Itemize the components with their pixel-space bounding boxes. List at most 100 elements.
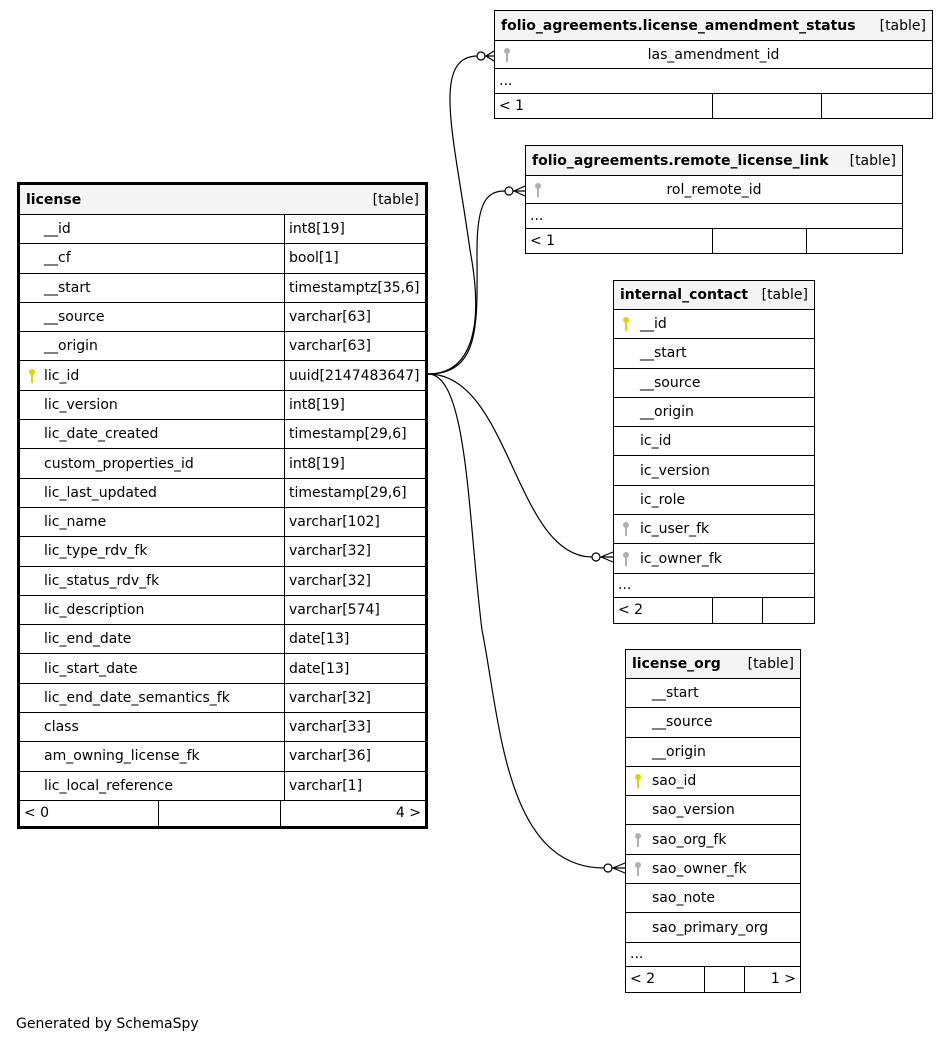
column-row[interactable]: sao_owner_fk [626,855,800,885]
column-type: varchar[33] [289,719,371,736]
column-row[interactable]: __start [614,339,814,369]
table-name: internal_contact [620,287,749,303]
column-row[interactable]: sao_note [626,884,800,914]
table-type: [table] [849,152,896,169]
column-row[interactable]: sao_primary_org [626,913,800,943]
ellipsis: ... [630,946,644,963]
parents-count[interactable]: < 2 [618,602,644,619]
table-header[interactable]: folio_agreements.remote_license_link [tab… [526,146,902,176]
children-count[interactable]: 1 > [743,966,800,992]
table-header[interactable]: folio_agreements.license_amendment_statu… [495,11,932,41]
table-ic[interactable]: internal_contact [table] __id __start __sour… [613,280,815,624]
parents-count[interactable]: < 2 [630,971,656,988]
column-name: sao_org_fk [652,831,727,848]
children-count[interactable] [820,94,933,118]
columns-count[interactable] [157,800,280,826]
column-type: varchar[63] [289,309,371,326]
column-name: lic_status_rdv_fk [44,572,160,589]
more-columns[interactable]: ... [526,204,902,229]
columns-count[interactable] [711,597,762,623]
column-row[interactable]: __source [614,369,814,398]
column-row[interactable]: ic_id [614,427,814,457]
table-name: folio_agreements.remote_license_link [532,152,829,169]
column-type: timestamp[29,6] [289,484,407,501]
parents-count[interactable]: < 0 [24,805,50,822]
table-footer: < 1 [526,229,902,253]
column-row[interactable]: __id [614,310,814,340]
column-name: __start [640,345,687,362]
more-columns[interactable]: ... [626,943,800,967]
column-row[interactable]: ic_owner_fk [614,544,814,574]
table-las[interactable]: folio_agreements.license_amendment_statu… [494,10,933,119]
column-name: lic_id [44,367,80,384]
more-columns[interactable]: ... [614,574,814,598]
column-name: __id [44,221,71,238]
foreign-key-icon [634,832,642,848]
column-type: timestamptz[35,6] [289,279,420,296]
column-name: custom_properties_id [44,455,194,472]
column-name: __origin [652,743,706,760]
table-header[interactable]: internal_contact [table] [614,281,814,310]
column-name: lic_local_reference [44,777,173,794]
column-row[interactable]: ic_version [614,456,814,486]
table-footer: < 0 4 > [20,800,425,826]
column-type: int8[19] [289,455,345,472]
children-count[interactable]: 4 > [280,800,425,826]
table-header[interactable]: license[table] [20,185,425,215]
column-name: sao_id [652,773,697,790]
table-rll[interactable]: folio_agreements.remote_license_link [tab… [525,145,903,254]
parents-count[interactable]: < 1 [499,98,525,114]
column-name: lic_last_updated [44,484,157,501]
ellipsis: ... [618,577,632,594]
generated-by-note: Generated by SchemaSpy [16,1016,199,1032]
column-row[interactable]: las_amendment_id [495,41,932,69]
column-row[interactable]: __origin [626,738,800,767]
column-row[interactable]: __source [626,708,800,738]
column-row[interactable]: ic_role [614,486,814,516]
column-row[interactable]: __origin [614,398,814,428]
table-lo[interactable]: license_org[table]__start__source __origi… [625,649,801,993]
column-row[interactable]: __start [626,679,800,709]
column-row[interactable]: rol_remote_id [526,176,902,204]
table-type: [table] [761,287,808,303]
column-type: varchar[102] [289,514,380,531]
column-row[interactable]: custom_properties_id int8[19] [20,449,425,479]
children-count[interactable] [761,597,815,623]
column-row[interactable]: ic_user_fk [614,515,814,545]
table-type: [table] [372,191,419,208]
more-columns[interactable]: ... [495,69,932,94]
columns-count[interactable] [711,229,806,253]
columns-count[interactable] [711,94,821,118]
column-name: lic_version [44,396,118,413]
column-row[interactable]: sao_id [626,767,800,797]
columns-count[interactable] [704,966,744,992]
children-count[interactable] [805,229,903,253]
column-row[interactable]: sao_version [626,796,800,826]
column-name: __origin [640,404,694,421]
column-name: lic_description [44,602,145,618]
column-row[interactable]: lic_last_updated timestamp[29,6] [20,478,425,508]
column-row[interactable]: sao_org_fk [626,825,800,855]
ellipsis: ... [530,208,544,224]
parents-count[interactable]: < 1 [530,233,556,249]
table-header[interactable]: license_org[table] [626,650,800,679]
